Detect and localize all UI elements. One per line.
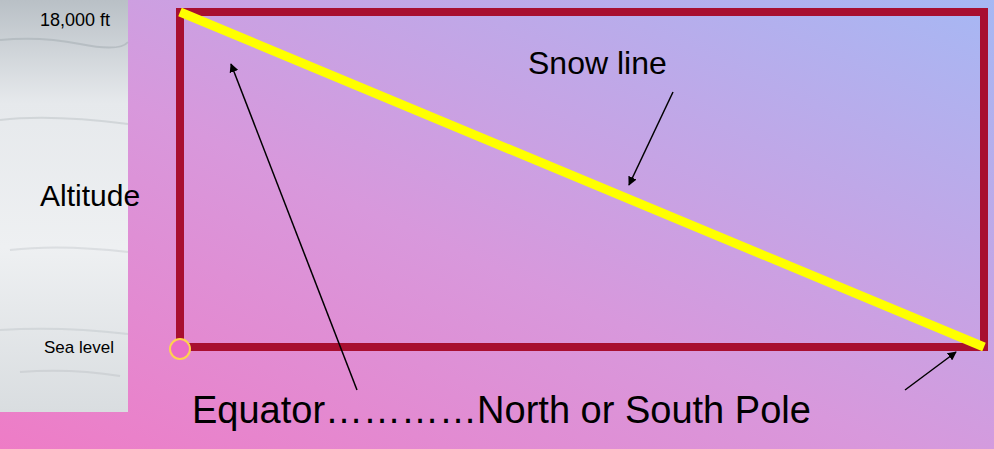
axis-title: Altitude xyxy=(40,178,140,214)
snow-line xyxy=(180,12,984,347)
chart-frame xyxy=(180,12,984,347)
latitude-axis-label: Equator…………North or South Pole xyxy=(192,388,811,434)
leader-arrow xyxy=(629,92,673,185)
leader-arrow xyxy=(231,64,357,390)
leader-arrow xyxy=(905,352,956,390)
snow-line-label: Snow line xyxy=(528,44,667,82)
altitude-max-label: 18,000 ft xyxy=(40,10,110,32)
sea-level-dot xyxy=(170,339,190,359)
sea-level-label: Sea level xyxy=(44,338,114,358)
